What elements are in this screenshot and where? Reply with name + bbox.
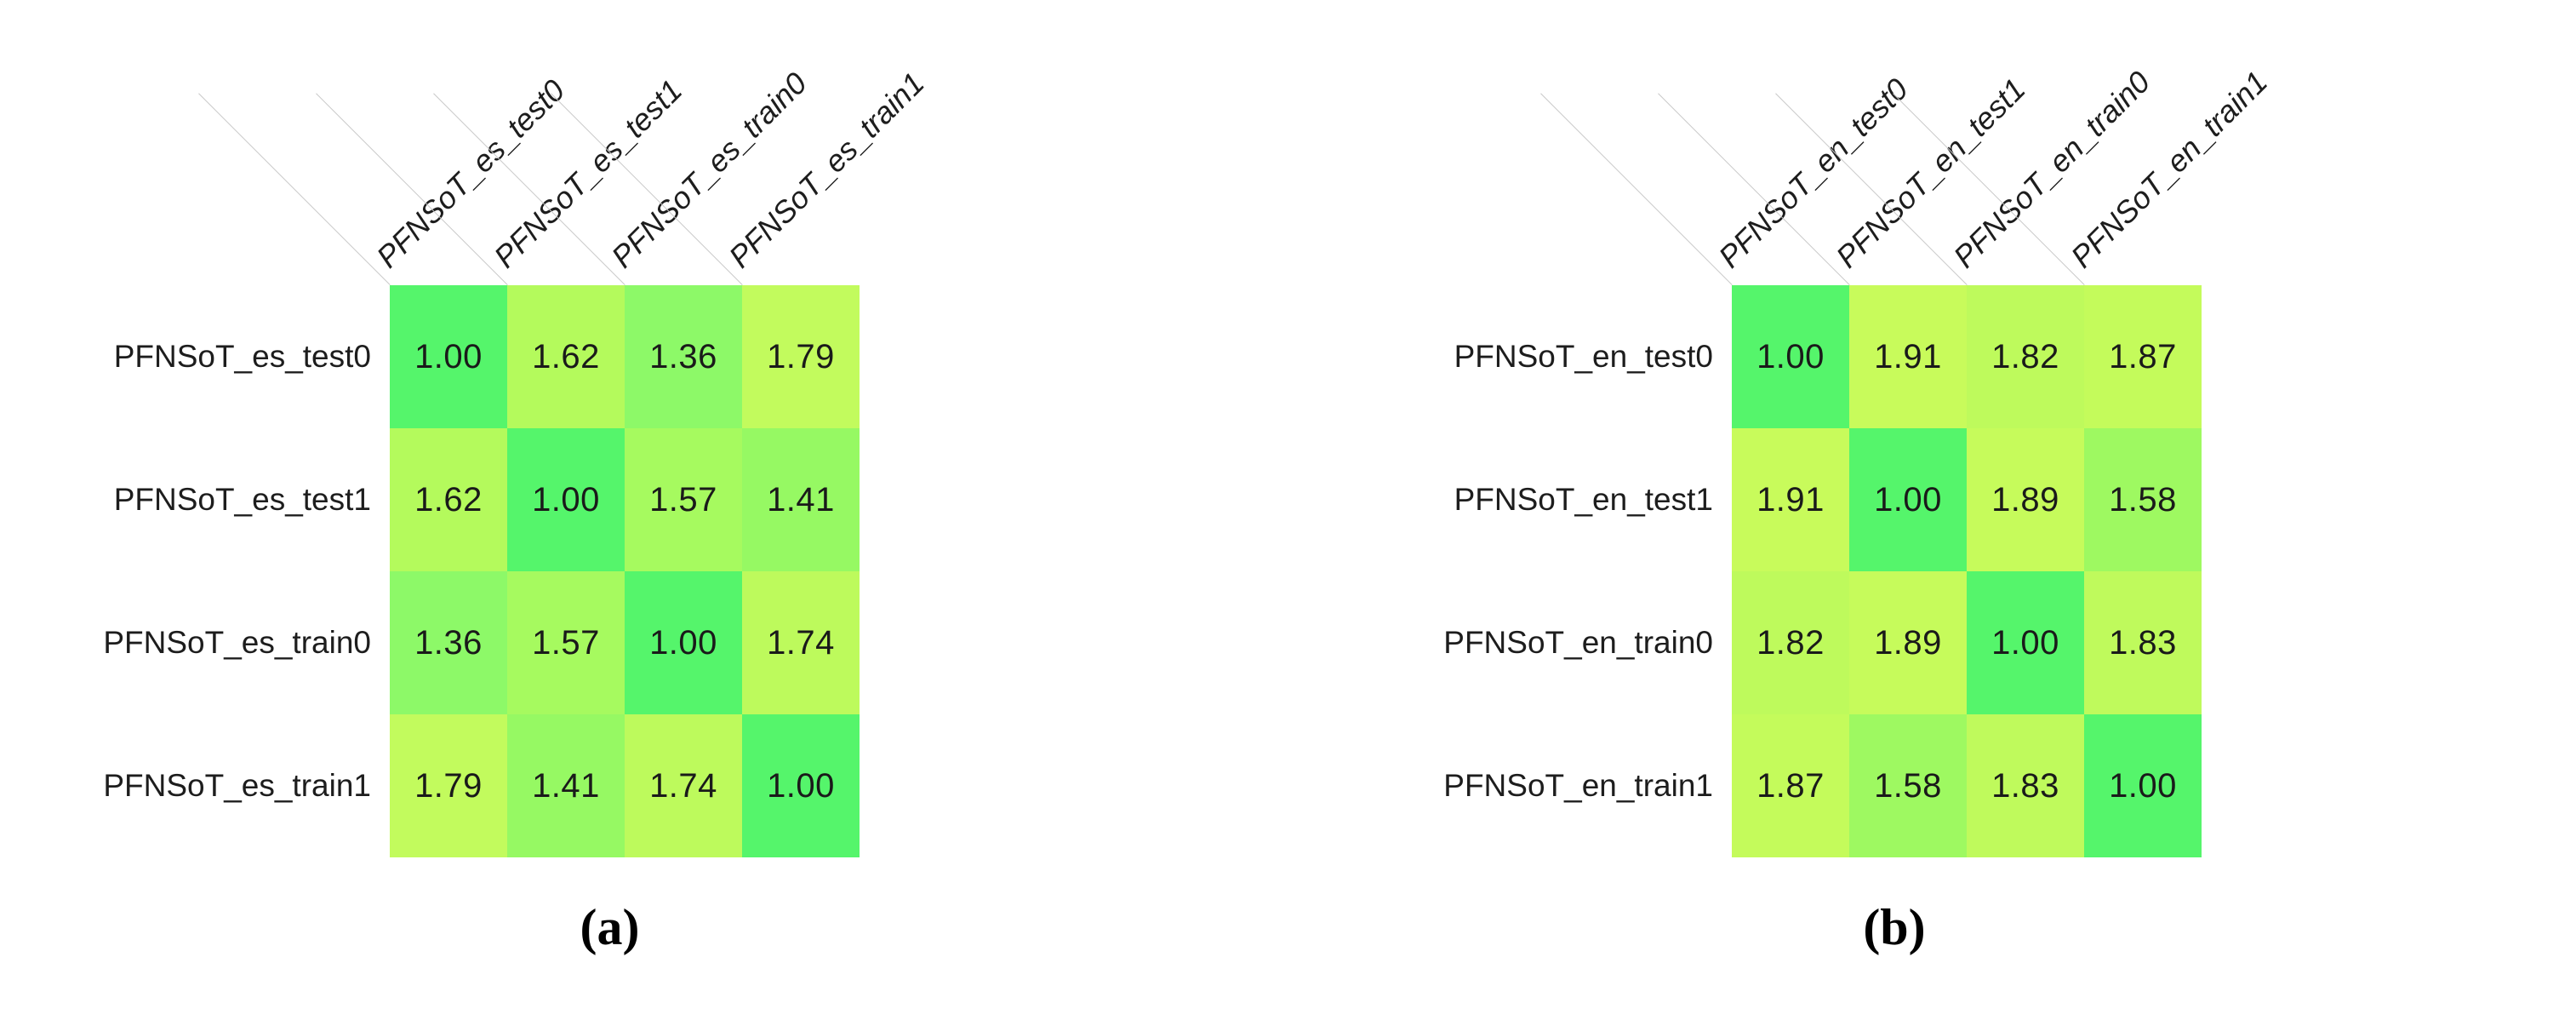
column-label-group: PFNSoT_en_train0 [1775,0,2156,285]
heatmap-cell: 1.57 [507,571,625,714]
heatmap-cell: 1.41 [742,428,860,571]
heatmap-cell: 1.41 [507,714,625,857]
heatmap-cell: 1.91 [1849,285,1967,428]
column-label-group: PFNSoT_es_test0 [198,0,571,285]
heatmap-cell: 1.00 [1967,571,2084,714]
column-leader-line [1540,93,1733,285]
heatmap-cell: 1.00 [507,428,625,571]
heatmap-cell: 1.83 [1967,714,2084,857]
column-label: PFNSoT_es_train1 [722,65,931,275]
heatmap-cell: 1.00 [2084,714,2202,857]
heatmap-cell: 1.62 [390,428,507,571]
row-label: PFNSoT_en_train0 [1443,625,1713,660]
heatmap-cell: 1.58 [1849,714,1967,857]
row-label: PFNSoT_en_test1 [1454,482,1713,517]
column-label-group: PFNSoT_en_test1 [1658,0,2032,285]
column-label: PFNSoT_en_train1 [2064,64,2275,275]
heatmap-cell: 1.91 [1732,428,1849,571]
row-label: PFNSoT_en_test0 [1454,339,1713,374]
heatmap-cell: 1.00 [742,714,860,857]
panel-caption-b: (b) [1863,899,1926,955]
heatmap-cell: 1.87 [2084,285,2202,428]
column-leader-line [198,93,391,285]
heatmap-cell: 1.79 [390,714,507,857]
row-label: PFNSoT_es_test0 [113,339,371,374]
heatmap-cell: 1.82 [1967,285,2084,428]
panel-caption-a: (a) [580,899,640,955]
column-label-group: PFNSoT_en_test0 [1540,0,1915,285]
heatmap-cell: 1.62 [507,285,625,428]
row-label: PFNSoT_es_test1 [113,482,371,517]
heatmap-cell: 1.58 [2084,428,2202,571]
row-label: PFNSoT_es_train1 [103,768,371,803]
heatmap-cell: 1.74 [625,714,742,857]
heatmap-cell: 1.82 [1732,571,1849,714]
column-label-group: PFNSoT_es_test1 [316,0,688,285]
heatmap-cell: 1.74 [742,571,860,714]
heatmap-cell: 1.36 [625,285,742,428]
row-label: PFNSoT_es_train0 [103,625,371,660]
heatmap-cell: 1.87 [1732,714,1849,857]
heatmap-cell: 1.00 [1849,428,1967,571]
heatmap-cell: 1.57 [625,428,742,571]
heatmap-cell: 1.89 [1849,571,1967,714]
heatmap-cell: 1.00 [1732,285,1849,428]
heatmap-cell: 1.89 [1967,428,2084,571]
column-label-group: PFNSoT_es_train0 [433,0,814,285]
row-label: PFNSoT_en_train1 [1443,768,1713,803]
heatmap-cell: 1.79 [742,285,860,428]
column-label-group: PFNSoT_es_train1 [551,0,931,285]
heatmap-cell: 1.00 [625,571,742,714]
heatmap-cell: 1.83 [2084,571,2202,714]
heatmap-cell: 1.00 [390,285,507,428]
column-label-group: PFNSoT_en_train1 [1893,0,2274,285]
heatmap-cell: 1.36 [390,571,507,714]
